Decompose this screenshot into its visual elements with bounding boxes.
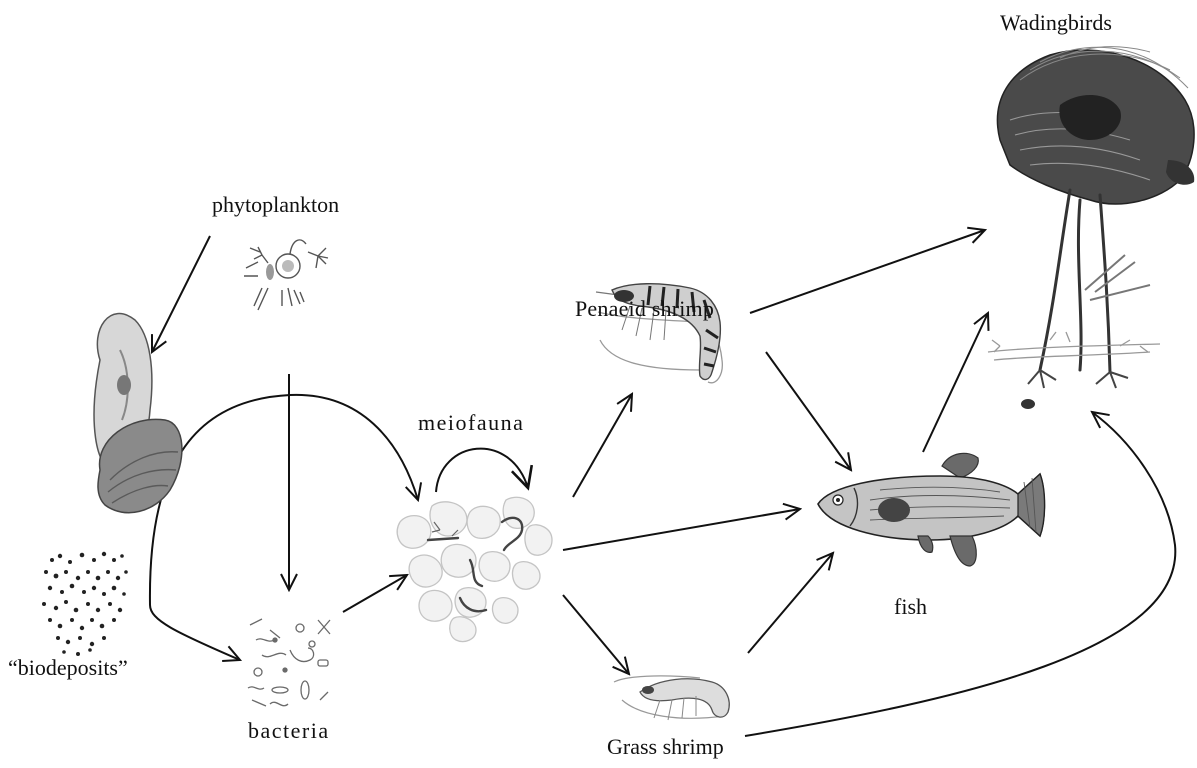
oyster-icon xyxy=(94,314,182,513)
arrow-meiofauna-self-loop xyxy=(436,449,528,492)
arrow-meiofauna-to-grass-shrimp xyxy=(563,595,629,674)
arrow-meiofauna-to-fish xyxy=(563,509,800,550)
arrow-oyster-to-meiofauna xyxy=(150,395,418,605)
arrow-fish-to-wading-birds xyxy=(923,313,988,452)
arrow-phytoplankton-to-oyster xyxy=(152,236,210,352)
arrow-meiofauna-to-penaeid-shrimp xyxy=(573,394,632,497)
bacteria-label: bacteria xyxy=(248,718,330,744)
grass-shrimp-icon xyxy=(614,676,729,720)
phytoplankton-label: phytoplankton xyxy=(212,192,339,218)
fish-icon xyxy=(818,453,1045,566)
phytoplankton-icon xyxy=(244,240,328,310)
arrow-grass-shrimp-to-fish xyxy=(748,553,833,653)
arrow-penaeid-shrimp-to-fish xyxy=(766,352,851,470)
biodeposits-icon xyxy=(42,552,128,656)
arrow-penaeid-shrimp-to-wading-birds xyxy=(750,230,985,313)
grass-shrimp-label: Grass shrimp xyxy=(607,734,724,760)
biodeposits-label: “biodeposits” xyxy=(8,655,128,681)
fish-label: fish xyxy=(894,594,927,620)
meiofauna-label: meiofauna xyxy=(418,410,524,436)
wading-bird-icon xyxy=(988,47,1194,409)
arrow-bacteria-to-meiofauna xyxy=(343,575,407,612)
wading-birds-label: Wadingbirds xyxy=(1000,10,1112,36)
bacteria-icon xyxy=(248,619,330,706)
arrow-biodeposits-to-bacteria xyxy=(150,605,240,660)
penaeid-shrimp-label: Penaeid shrimp xyxy=(575,296,714,322)
meiofauna-icon xyxy=(397,497,552,641)
